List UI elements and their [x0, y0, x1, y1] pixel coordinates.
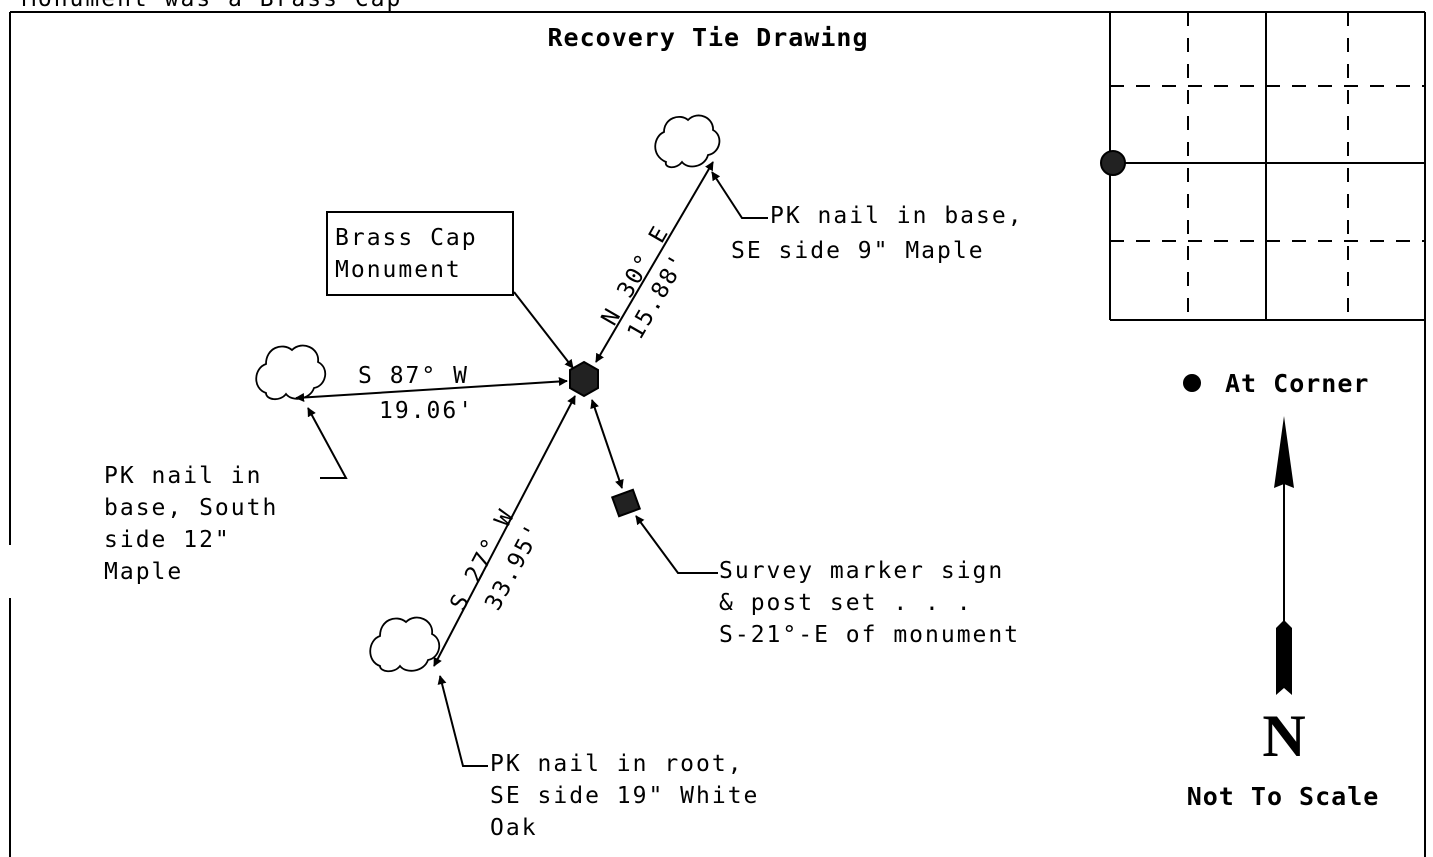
legend-at-corner: At Corner — [1225, 369, 1369, 398]
monument-leader — [513, 291, 574, 369]
not-to-scale-label: Not To Scale — [1187, 782, 1380, 811]
w-tree-note-line-3: side 12" — [104, 527, 231, 553]
monument-label-line-2: Monument — [335, 257, 462, 283]
sw-tree-note-line-2: SE side 19" White — [490, 783, 759, 809]
north-letter: N — [1262, 703, 1305, 769]
tree-ne-icon — [654, 114, 721, 169]
at-corner-dot-icon — [1183, 374, 1201, 392]
sign-leader — [635, 515, 718, 574]
tie-line-ne — [595, 161, 714, 363]
sw-tree-note-line-3: Oak — [490, 815, 538, 841]
tie-line-sw — [433, 395, 576, 667]
tree-w-icon — [255, 344, 327, 401]
ne-tree-leader — [711, 171, 768, 219]
survey-marker-sign-icon — [610, 488, 642, 518]
corner-marker-dot — [1100, 150, 1126, 176]
w-tree-note-line-1: PK nail in — [104, 463, 262, 489]
ne-tree-note-line-1: PK nail in base, — [770, 203, 1024, 229]
drawing-title: Recovery Tie Drawing — [547, 23, 868, 52]
sign-note-line-2: & post set . . . — [719, 590, 973, 616]
sw-tree-note-line-1: PK nail in root, — [490, 751, 744, 777]
sign-note-line-3: S-21°-E of monument — [719, 622, 1020, 648]
tree-sw-icon — [369, 616, 441, 673]
tie-line-sign — [590, 399, 624, 489]
north-arrow-icon — [1274, 416, 1294, 695]
w-tree-note-line-2: base, South — [104, 495, 278, 521]
tie-line-w — [295, 377, 568, 402]
ne-tree-note-line-2: SE side 9" Maple — [731, 238, 985, 264]
monument-label-box — [326, 211, 514, 296]
tie-w-bearing: S 87° W — [358, 363, 469, 389]
tie-w-distance: 19.06' — [379, 398, 474, 424]
w-tree-note-line-4: Maple — [104, 559, 183, 585]
sign-note-line-1: Survey marker sign — [719, 558, 1004, 584]
monument-label-line-1: Brass Cap — [335, 225, 478, 251]
brass-cap-monument-icon — [569, 360, 599, 398]
section-grid — [1100, 12, 1425, 321]
header-text: Monument was a Brass Cap — [22, 0, 402, 12]
sw-tree-leader — [437, 675, 488, 767]
w-tree-leader — [307, 407, 348, 479]
